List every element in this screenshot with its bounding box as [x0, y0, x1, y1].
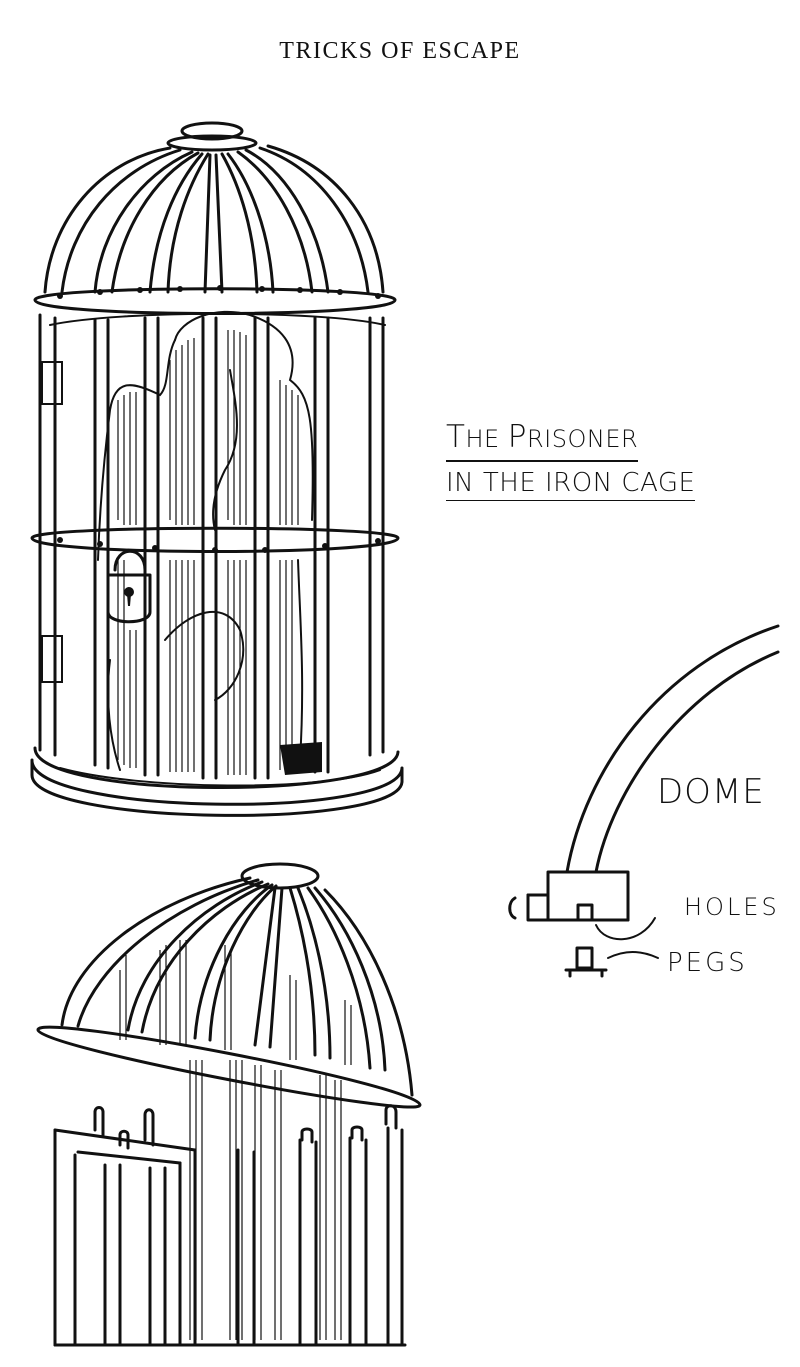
dome-label: DOME	[657, 772, 765, 812]
caption-word-he: HE	[465, 425, 508, 453]
caption-initial-t: T	[446, 419, 466, 455]
open-cage-illustration	[36, 862, 422, 1347]
holes-label: HOLES	[684, 893, 780, 921]
illustration-caption: THE PRISONER IN THE IRON CAGE	[446, 418, 766, 501]
prisoner-figure	[97, 310, 322, 775]
closed-cage-illustration	[30, 121, 404, 817]
caption-word-risoner: RISONER	[526, 425, 639, 453]
peg-tips	[93, 1104, 404, 1347]
caption-initial-p: P	[507, 419, 527, 455]
caption-line-2: IN THE IRON CAGE	[446, 466, 696, 501]
pegs-label: PEGS	[667, 948, 748, 978]
padlock-icon	[106, 549, 152, 624]
dome-detail-diagram	[508, 624, 780, 978]
page-header: TRICKS OF ESCAPE	[279, 38, 521, 64]
caption-line-1: THE PRISONER	[446, 418, 639, 462]
